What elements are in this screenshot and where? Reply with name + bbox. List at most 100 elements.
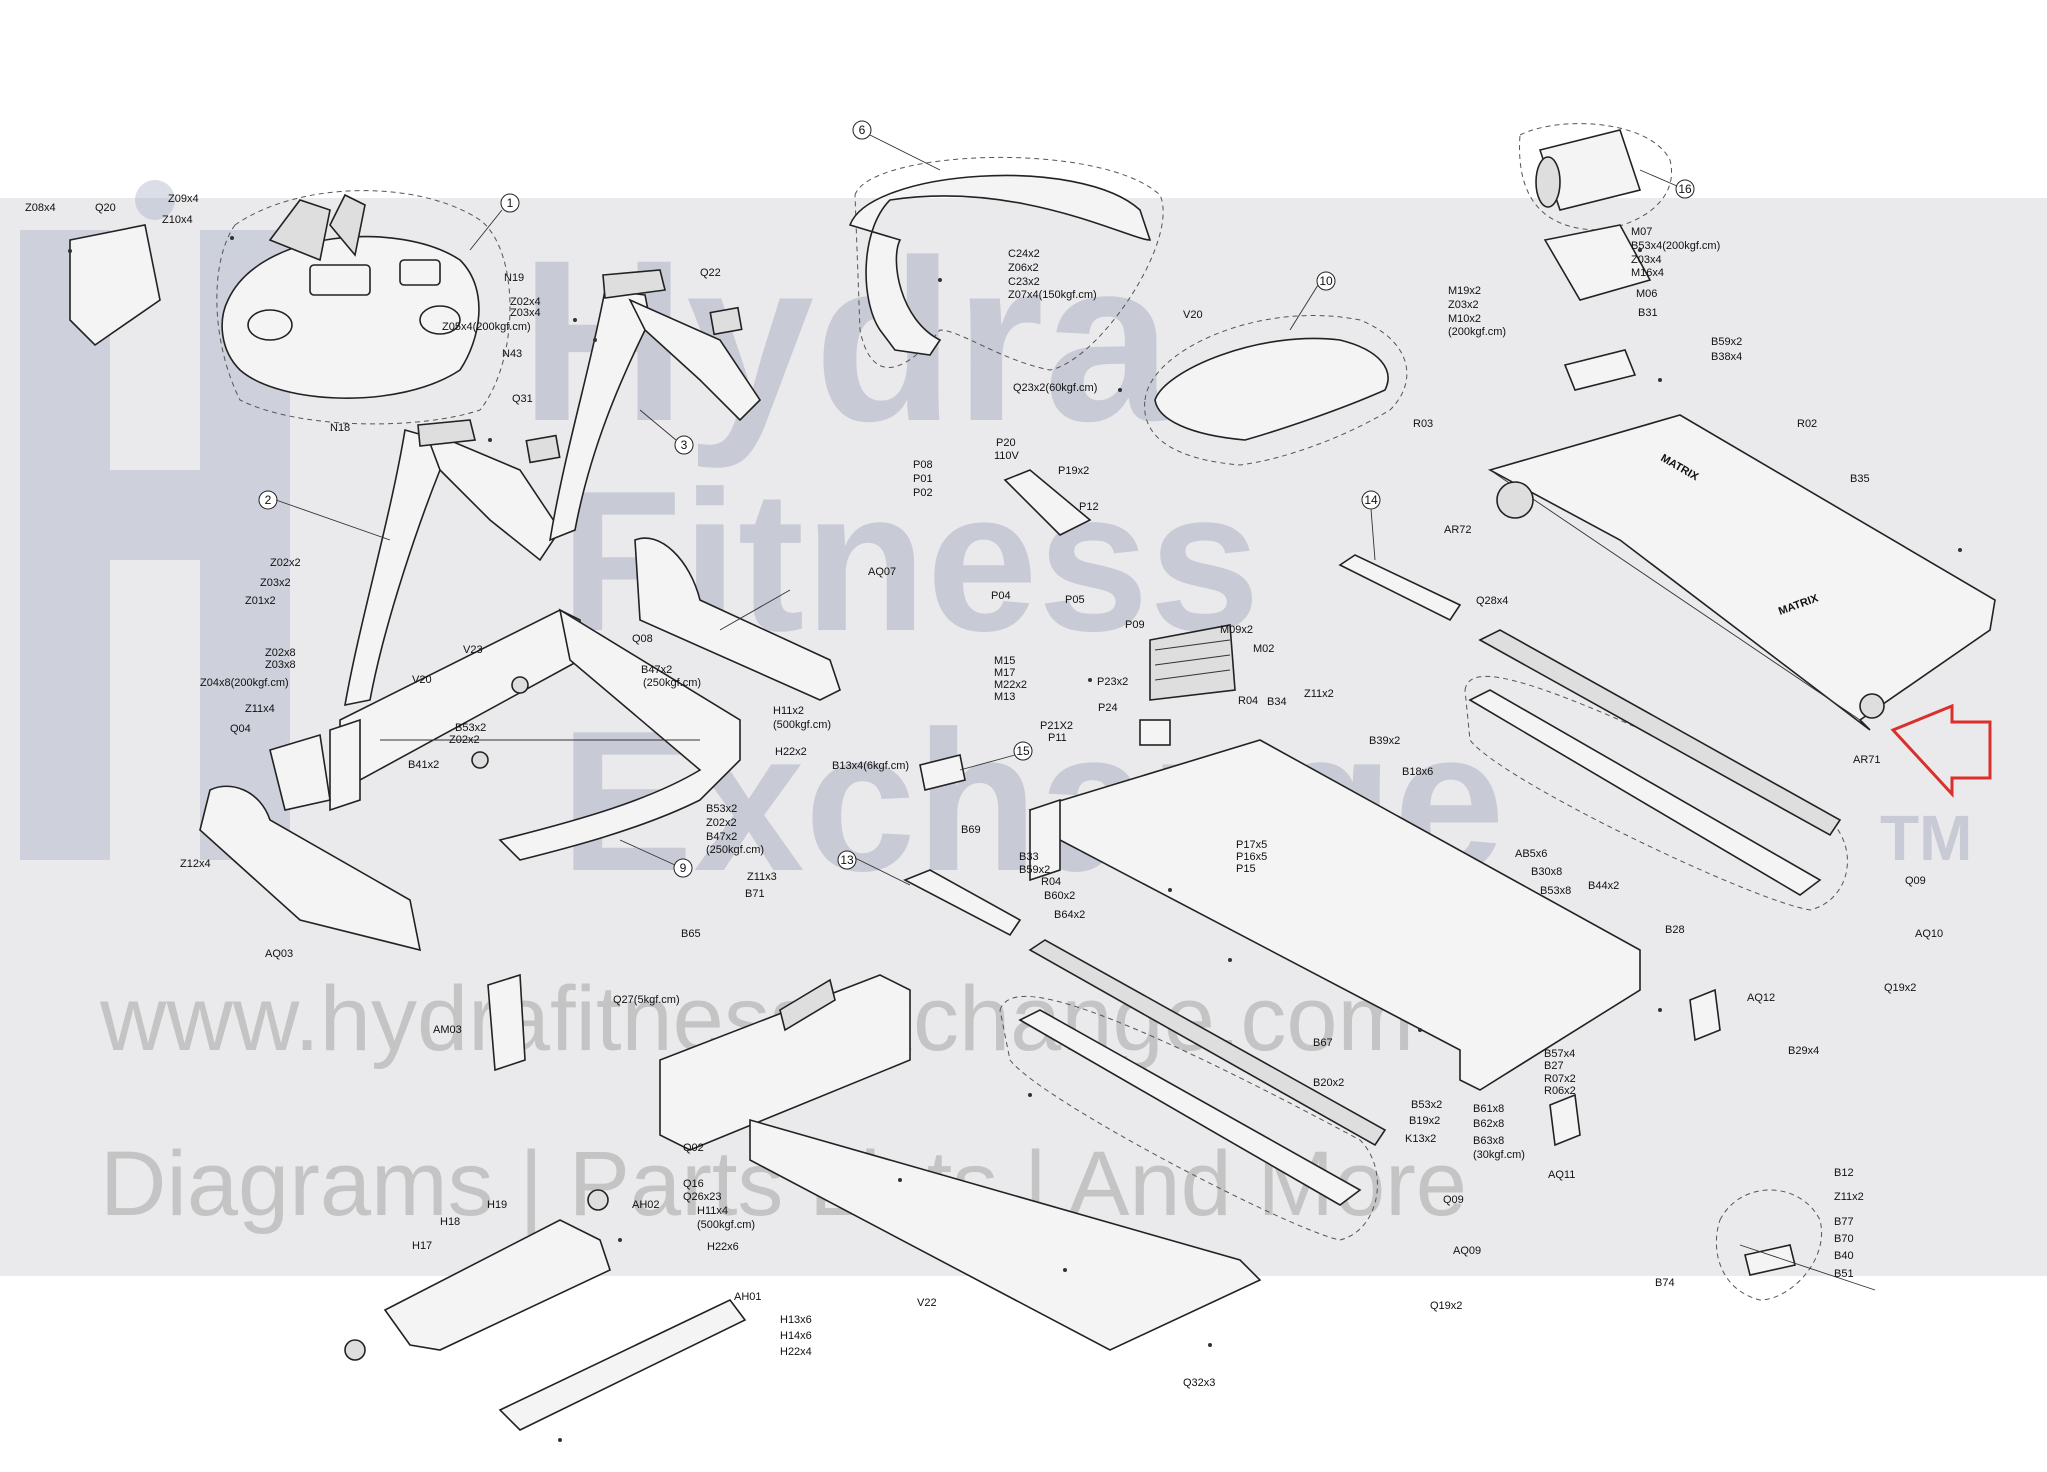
label-b34: B34 (1267, 696, 1287, 708)
label-z02x4: Z02x4 (510, 296, 541, 308)
console-post (268, 199, 331, 262)
label-r04b: R04 (1041, 876, 1061, 888)
aq09-side-rail (999, 939, 1387, 1241)
label-z02x2a: Z02x2 (270, 557, 301, 569)
label-p09: P09 (1125, 619, 1145, 631)
label-b59x2a: B59x2 (1711, 336, 1742, 348)
label-b63x8-torque: (30kgf.cm) (1473, 1149, 1525, 1161)
label-h13x6: H13x6 (780, 1314, 812, 1326)
label-ab5x6: AB5x6 (1515, 848, 1547, 860)
label-q22: Q22 (700, 267, 721, 279)
label-v20a: V20 (412, 674, 432, 686)
label-h11x2-torque: (500kgf.cm) (773, 719, 831, 731)
aq07-cover (634, 537, 841, 701)
label-p12: P12 (1079, 501, 1099, 513)
label-k13x2: K13x2 (1405, 1133, 1436, 1145)
label-z03x4: Z03x4 (510, 307, 541, 319)
label-p21x2: P21X2 (1040, 720, 1073, 732)
label-z06x2: Z06x2 (1008, 262, 1039, 274)
label-b47x2b: B47x2 (706, 831, 737, 843)
label-z04x8: Z04x8(200kgf.cm) (200, 677, 289, 689)
watermark-logo-icon (20, 180, 290, 860)
label-z03x2a: Z03x2 (260, 577, 291, 589)
label-r02: R02 (1797, 418, 1817, 430)
callout-2: 2 (265, 493, 272, 507)
label-z03x8: Z03x8 (265, 659, 296, 671)
label-z10x4: Z10x4 (162, 214, 193, 226)
p23-choke (1139, 719, 1171, 746)
label-q20: Q20 (95, 202, 116, 214)
callout-6: 6 (859, 123, 866, 137)
rear-wheel-icon (344, 1339, 366, 1361)
label-z03x4b: Z03x4 (1631, 254, 1662, 266)
fasteners (68, 236, 1962, 1442)
aq10-side-rail (1464, 629, 1848, 911)
label-p20: P20 (996, 437, 1016, 449)
aq12-cover (1689, 988, 1721, 1042)
label-b47x2a-torque: (250kgf.cm) (643, 677, 701, 689)
label-q04: Q04 (230, 723, 251, 735)
label-r06x2: R06x2 (1544, 1085, 1576, 1097)
m02-controller-board (1149, 624, 1236, 701)
label-b47x2a: B47x2 (641, 664, 672, 676)
label-b29x4: B29x4 (1788, 1045, 1819, 1057)
label-p19x2: P19x2 (1058, 465, 1089, 477)
watermark-trademark: TM (1880, 802, 1972, 874)
label-z11x4: Z11x4 (245, 703, 275, 715)
label-b64x2: B64x2 (1054, 909, 1085, 921)
main-frame-rails (1028, 739, 1641, 1091)
label-b41x2: B41x2 (408, 759, 439, 771)
handrail-assembly (848, 156, 1164, 371)
label-z07x4: Z07x4(150kgf.cm) (1008, 289, 1097, 301)
label-ah02: AH02 (632, 1199, 660, 1211)
label-b35: B35 (1850, 473, 1870, 485)
label-m13: M13 (994, 691, 1015, 703)
label-110v: 110V (994, 450, 1020, 462)
label-b20x2: B20x2 (1313, 1077, 1344, 1089)
callout-9: 9 (680, 861, 687, 875)
handrail (848, 174, 1152, 356)
ah01-stand (383, 1219, 611, 1351)
label-p04: P04 (991, 590, 1011, 602)
label-b70: B70 (1834, 1233, 1854, 1245)
label-r04a: R04 (1238, 695, 1258, 707)
q04-cover (269, 733, 331, 811)
label-q23x2: Q23x2(60kgf.cm) (1013, 382, 1097, 394)
right-upright (548, 289, 651, 542)
label-h11x2: H11x2 (773, 705, 804, 717)
label-q02: Q02 (683, 1142, 704, 1154)
upright-assembly (344, 269, 762, 707)
label-q28x4: Q28x4 (1476, 595, 1508, 607)
base-frame (329, 608, 741, 861)
part-14 (1338, 554, 1462, 622)
label-aq12: AQ12 (1747, 992, 1775, 1004)
label-q26x23: Q26x23 (683, 1191, 722, 1203)
label-b69: B69 (961, 824, 981, 836)
label-v22: V22 (917, 1297, 937, 1309)
label-r03: R03 (1413, 418, 1433, 430)
label-q09a: Q09 (1905, 875, 1926, 887)
part-13 (903, 869, 1022, 937)
label-p23x2: P23x2 (1097, 676, 1128, 688)
label-b65: B65 (681, 928, 701, 940)
wiring-harness (1003, 469, 1092, 536)
label-m10x2-torque: (200kgf.cm) (1448, 326, 1506, 338)
label-q16: Q16 (683, 1178, 704, 1190)
label-p11: P11 (1048, 732, 1067, 744)
label-q08: Q08 (632, 633, 653, 645)
label-ar71: AR71 (1853, 754, 1881, 766)
label-m06: M06 (1636, 288, 1657, 300)
q20-bracket (69, 224, 161, 347)
q09-rail-strip (1478, 629, 1842, 837)
label-b39x2: B39x2 (1369, 735, 1400, 747)
q09-lower-rail-strip (1028, 939, 1387, 1147)
label-h17: H17 (412, 1240, 432, 1252)
motor-cover-assembly (1144, 315, 1408, 466)
label-h11x4: H11x4 (697, 1205, 728, 1217)
label-p17x5: P17x5 (1236, 839, 1267, 851)
label-m07: M07 (1631, 226, 1652, 238)
label-z02x2b: Z02x2 (449, 734, 480, 746)
label-ar72: AR72 (1444, 524, 1472, 536)
label-b57x4: B57x4 (1544, 1048, 1575, 1060)
label-h11x4-torque: (500kgf.cm) (697, 1219, 755, 1231)
